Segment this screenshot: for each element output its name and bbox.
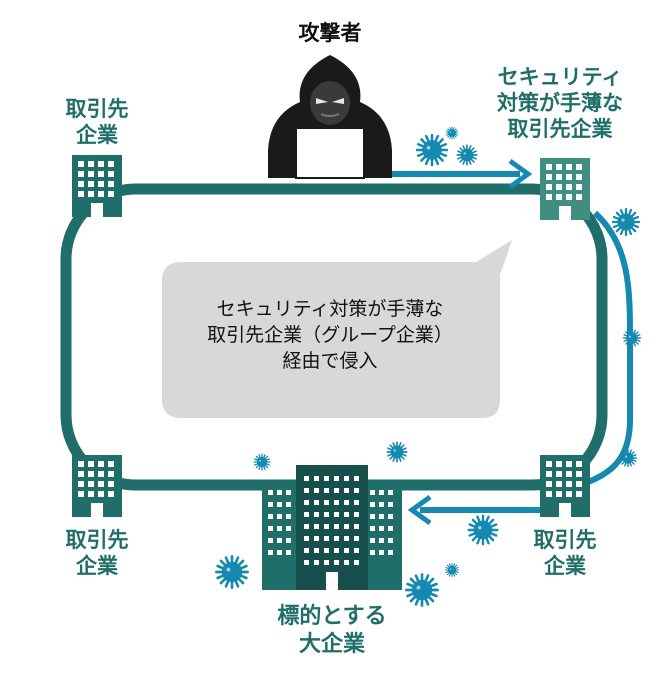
callout-line: 取引先企業（グループ企業） [207,324,453,346]
partner-label-line: 取引先 [65,528,129,552]
attack-arrowhead-left [407,494,432,526]
callout-line: セキュリティ対策が手薄な [216,298,444,320]
virus-icon [456,144,478,166]
weak-partner-label-line: セキュリティ [497,65,623,89]
partner-label-line: 取引先 [533,528,597,552]
attacker-label: 攻撃者 [298,21,362,45]
skyscraper-icon [262,465,402,590]
partner-label-line: 企業 [544,554,586,578]
virus-icon [415,133,449,167]
weak-partner-label: セキュリティ 対策が手薄な 取引先企業 [485,64,635,142]
partner-label-line: 取引先 [65,97,129,121]
weak-partner-label-line: 取引先企業 [507,117,613,141]
attack-arrowhead-right [508,158,533,190]
building-icon-bottom-right [540,455,590,517]
callout-text: セキュリティ対策が手薄な 取引先企業（グループ企業） 経由で侵入 [160,296,500,374]
hacker-icon [268,55,392,179]
partner-label-bottom-left: 取引先 企業 [47,527,147,579]
building-icon-top-right-weak [540,158,590,220]
target-label-line: 大企業 [298,632,365,657]
partner-label-bottom-right: 取引先 企業 [515,527,615,579]
partner-label-line: 企業 [76,554,118,578]
weak-partner-label-line: 対策が手薄な [497,91,623,115]
virus-icon [215,555,249,589]
callout-bubble [162,240,512,418]
virus-icon [611,207,641,237]
virus-icon [386,441,408,463]
building-icon-bottom-left [72,455,122,517]
virus-icon [467,514,499,546]
partner-label-top-left: 取引先 企業 [47,96,147,148]
virus-icon [445,126,459,140]
callout-line: 経由で侵入 [282,350,378,372]
target-label-line: 標的とする [277,604,387,629]
target-label: 標的とする 大企業 [262,603,402,659]
virus-icon [253,453,271,471]
virus-icon [405,573,439,607]
virus-icon [444,562,460,578]
virus-icon [618,448,638,468]
virus-icon [622,328,642,348]
partner-label-line: 企業 [76,123,118,147]
building-icon-top-left [72,155,122,217]
